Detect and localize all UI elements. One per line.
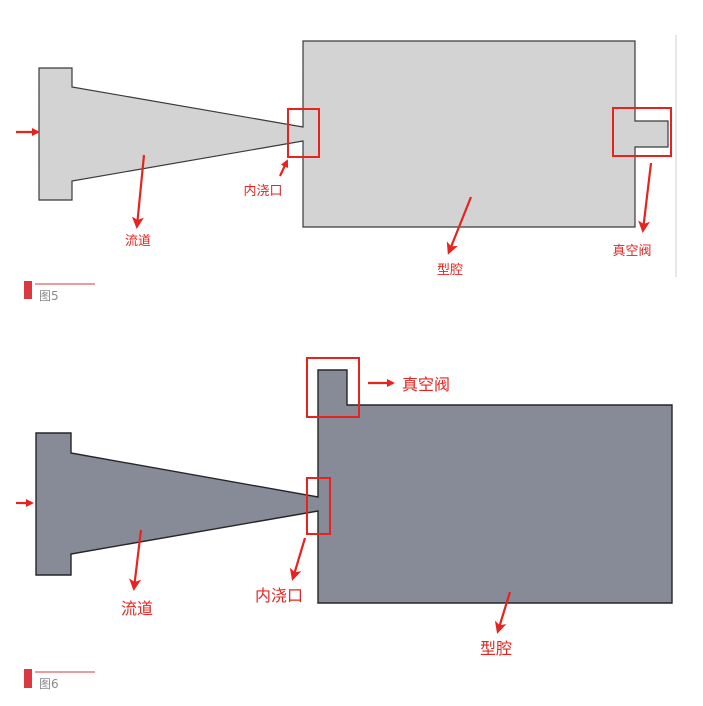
caption-accent-bar	[24, 281, 32, 299]
vacuum-valve-arrow-icon	[638, 162, 653, 233]
gate-label: 内浇口	[243, 183, 282, 199]
caption-text: 图6	[39, 677, 59, 691]
vacuum-valve-label: 真空阀	[612, 244, 651, 259]
casting-part-outline	[35, 369, 673, 604]
figure-caption: 图5	[24, 281, 95, 303]
figure-caption: 图6	[24, 669, 95, 691]
vacuum-valve-label: 真空阀	[402, 375, 450, 394]
gate-arrow-icon	[289, 537, 307, 581]
vacuum-valve-highlight-box	[306, 357, 360, 418]
casting-part-outline	[38, 40, 669, 228]
runner-label: 流道	[125, 234, 151, 249]
caption-text: 图5	[39, 289, 59, 303]
figure-5: 流道 内浇口 型腔 真空阀 图5	[16, 35, 677, 303]
cavity-label: 型腔	[480, 639, 512, 658]
cavity-label: 型腔	[437, 263, 463, 278]
cavity-arrow-icon	[446, 196, 473, 255]
gate-arrow-icon	[279, 159, 289, 177]
runner-label: 流道	[121, 599, 153, 618]
caption-accent-bar	[24, 669, 32, 688]
gate-highlight-box	[306, 477, 331, 535]
vacuum-valve-highlight-box	[612, 107, 672, 157]
figure-6: 流道 内浇口 型腔 真空阀 图6	[16, 357, 673, 691]
runner-arrow-icon	[129, 529, 143, 591]
runner-arrow-icon	[131, 154, 146, 229]
cavity-arrow-icon	[494, 591, 512, 634]
gate-highlight-box	[287, 108, 320, 158]
gate-label: 内浇口	[255, 586, 303, 605]
